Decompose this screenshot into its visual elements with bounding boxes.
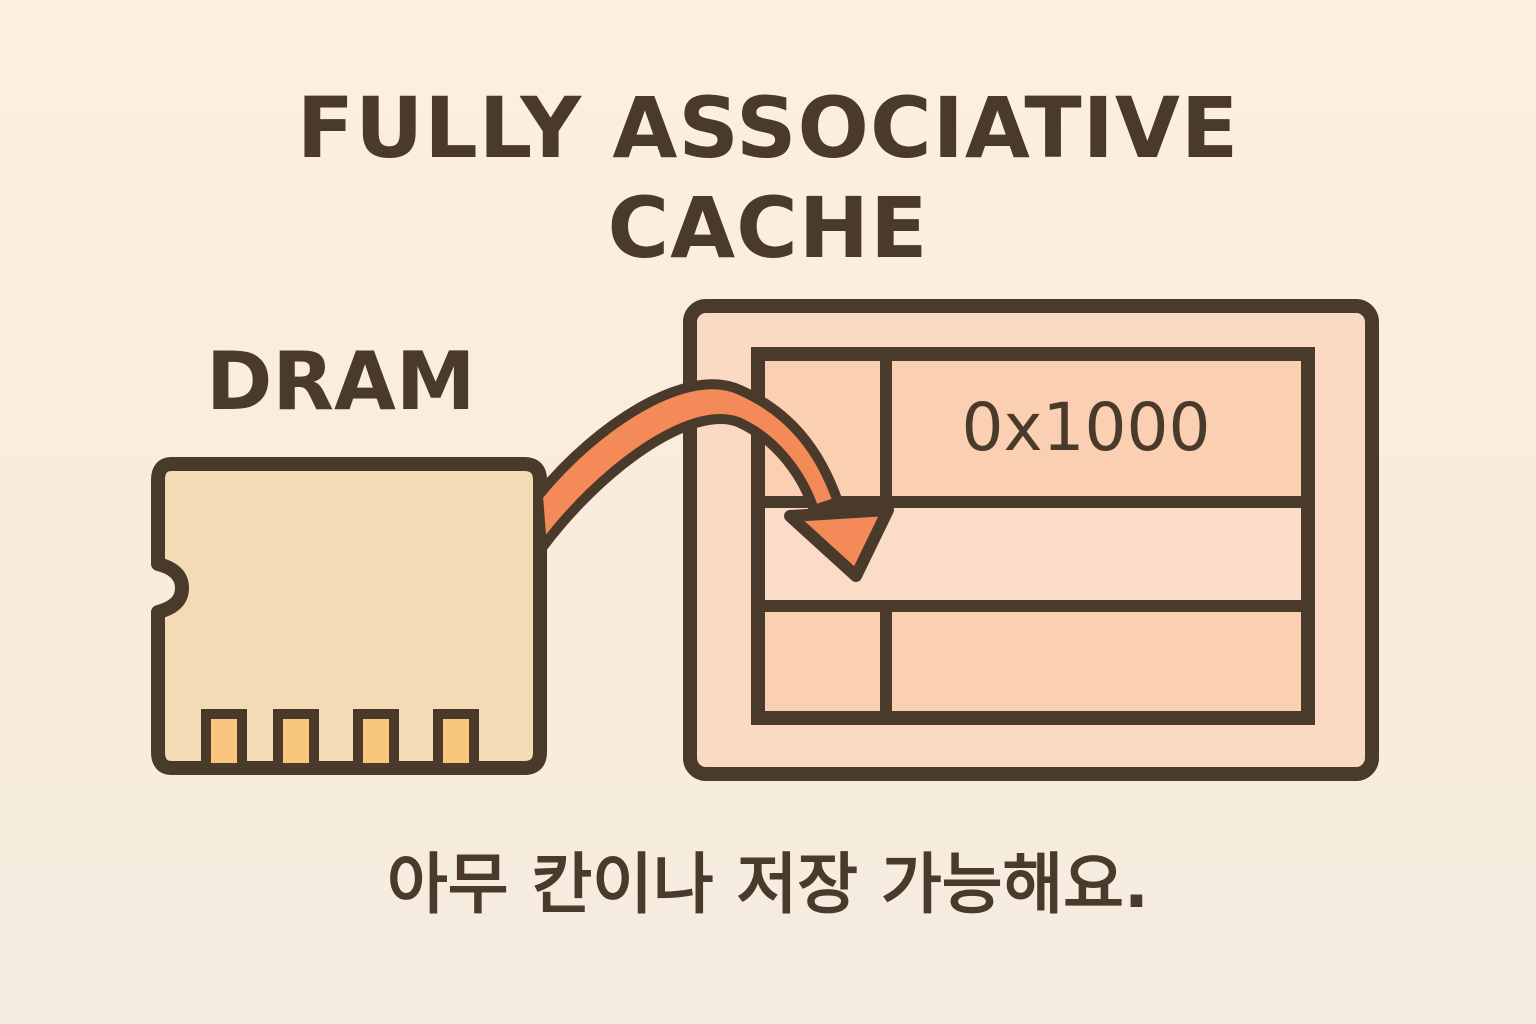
title-line-1: FULLY ASSOCIATIVE xyxy=(296,79,1240,177)
transfer-arrow-head xyxy=(784,504,894,582)
dram-contact-1 xyxy=(201,709,247,773)
cache-line-1-data xyxy=(886,354,1308,502)
dram-contact-2 xyxy=(273,709,319,773)
dram-contact-4 xyxy=(433,709,479,773)
diagram-title: FULLY ASSOCIATIVE CACHE xyxy=(0,78,1536,278)
transfer-arrow-shaft xyxy=(533,379,843,553)
cache-stored-address: 0x1000 xyxy=(961,389,1211,466)
transfer-arrow xyxy=(533,379,894,582)
dram-chip-body xyxy=(151,457,547,775)
cache-line-3-tag xyxy=(758,606,886,718)
cache-line-3-data xyxy=(886,606,1308,718)
cache-block xyxy=(683,299,1379,781)
cache-table-border xyxy=(751,347,1315,725)
dram-label: DRAM xyxy=(206,335,476,428)
dram-module xyxy=(151,457,547,775)
title-line-2: CACHE xyxy=(607,179,929,277)
dram-contact-3 xyxy=(353,709,399,773)
caption-text: 아무 칸이나 저장 가능해요. xyxy=(387,846,1149,923)
